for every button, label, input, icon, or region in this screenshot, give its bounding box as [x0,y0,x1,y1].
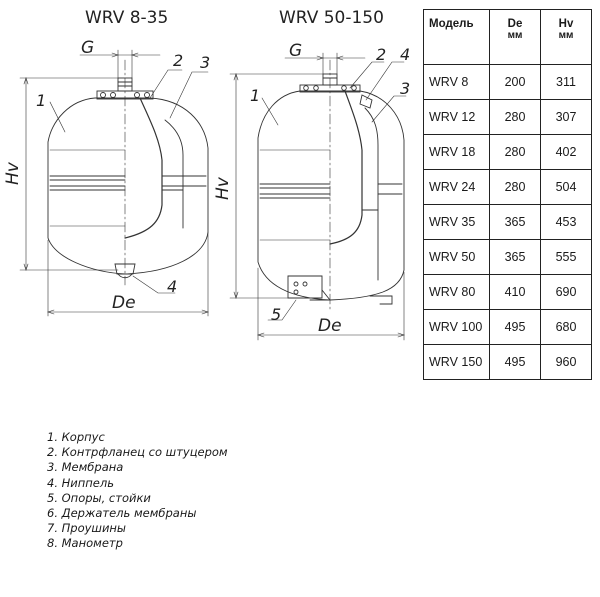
right-de-label: De [318,316,342,336]
left-callout-4: 4 [167,277,177,296]
right-hv-label: Hv [213,176,233,200]
right-callout-2: 2 [376,45,386,64]
header-de-unit: мм [507,30,523,41]
right-tank-drawing [229,52,407,341]
de-cell: 410 [489,274,541,310]
right-callout-5: 5 [271,305,281,324]
de-cell: 495 [489,344,541,380]
de-cell: 365 [489,204,541,240]
model-cell: WRV 8 [423,64,490,100]
hv-cell: 402 [540,134,592,170]
header-hv-unit: мм [558,30,574,41]
legend-item: 3. Мембрана [47,460,124,475]
hv-cell: 690 [540,274,592,310]
left-callout-2: 2 [173,51,183,70]
left-g-label: G [81,38,94,58]
table-row: WRV 12 280 307 [423,99,592,135]
de-cell: 495 [489,309,541,345]
model-cell: WRV 80 [423,274,490,310]
model-cell: WRV 24 [423,169,490,205]
hv-cell: 555 [540,239,592,275]
legend-item: 8. Манометр [47,536,123,551]
left-de-label: De [112,293,136,313]
legend-item: 1. Корпус [47,430,105,444]
de-cell: 280 [489,134,541,170]
table-row: WRV 80 410 690 [423,274,592,310]
hv-cell: 311 [540,64,592,100]
legend-item: 2. Контрфланец со штуцером [47,445,228,460]
left-callout-1: 1 [36,91,46,110]
model-cell: WRV 150 [423,344,490,380]
de-cell: 200 [489,64,541,100]
model-cell: WRV 18 [423,134,490,170]
left-tank-drawing [19,49,209,317]
header-model: Модель [423,9,490,65]
model-cell: WRV 35 [423,204,490,240]
right-callout-1: 1 [250,86,260,105]
right-callout-3: 3 [400,79,410,98]
model-cell: WRV 12 [423,99,490,135]
left-drawing-title: WRV 8-35 [85,8,169,28]
model-cell: WRV 50 [423,239,490,275]
left-hv-label: Hv [3,161,23,185]
table-row: WRV 50 365 555 [423,239,592,275]
right-callout-4: 4 [400,45,410,64]
hv-cell: 960 [540,344,592,380]
hv-cell: 453 [540,204,592,240]
legend-item: 4. Ниппель [47,475,114,490]
legend-item: 5. Опоры, стойки [47,490,151,505]
model-cell: WRV 100 [423,309,490,345]
legend-item: 6. Держатель мембраны [47,506,197,521]
de-cell: 280 [489,99,541,135]
hv-cell: 504 [540,169,592,205]
right-g-label: G [289,41,302,61]
right-drawing-title: WRV 50-150 [279,8,384,28]
table-row: WRV 35 365 453 [423,204,592,240]
table-row: WRV 18 280 402 [423,134,592,170]
table-row: WRV 150 495 960 [423,344,592,380]
legend-item: 7. Проушины [47,521,127,536]
hv-cell: 307 [540,99,592,135]
table-row: WRV 8 200 311 [423,64,592,100]
de-cell: 280 [489,169,541,205]
left-callout-3: 3 [200,53,210,72]
table-row: WRV 24 280 504 [423,169,592,205]
table-row: WRV 100 495 680 [423,309,592,345]
parts-legend: 1. Корпус 2. Контрфланец со штуцером 3. … [47,430,228,552]
de-cell: 365 [489,239,541,275]
hv-cell: 680 [540,309,592,345]
